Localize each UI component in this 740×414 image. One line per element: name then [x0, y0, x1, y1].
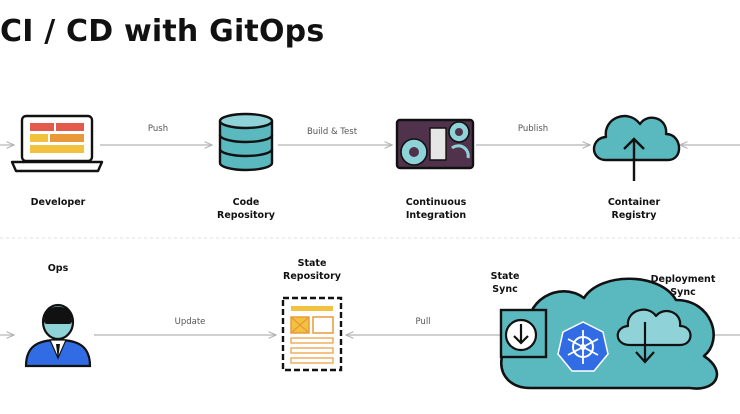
node-label-code: Code: [233, 197, 260, 208]
cloud-upload-icon: [592, 114, 681, 181]
node-label-deployment: Deployment: [651, 274, 716, 285]
cloud-download-icon: [616, 308, 692, 364]
node-label-state: State: [298, 258, 327, 269]
document-icon: [281, 296, 343, 372]
node-label-state-sync-2: Sync: [492, 284, 517, 295]
node-label-integration: Integration: [406, 210, 467, 221]
node-label-continuous: Continuous: [406, 197, 467, 208]
node-label-container: Container: [608, 197, 661, 208]
edge-label-build-test: Build & Test: [307, 127, 358, 137]
download-box-icon: [499, 308, 548, 359]
node-label-state-repository: Repository: [283, 271, 342, 282]
edge-label-push: Push: [148, 124, 168, 134]
agent-icon: [24, 303, 92, 368]
node-label-registry: Registry: [612, 210, 658, 221]
node-label-developer: Developer: [31, 197, 86, 208]
node-label-deployment-sync: Sync: [670, 287, 695, 298]
edge-label-pull: Pull: [415, 317, 430, 327]
node-label-repository: Repository: [217, 210, 276, 221]
database-icon: [218, 112, 274, 172]
edge-label-publish: Publish: [518, 124, 548, 134]
node-label-state-sync-1: State: [491, 271, 520, 282]
edge-label-update: Update: [175, 317, 206, 327]
laptop-icon: [10, 114, 104, 173]
node-label-ops: Ops: [48, 263, 69, 274]
diagram-title: CI / CD with GitOps: [0, 14, 325, 49]
gears-icon: [395, 118, 475, 170]
